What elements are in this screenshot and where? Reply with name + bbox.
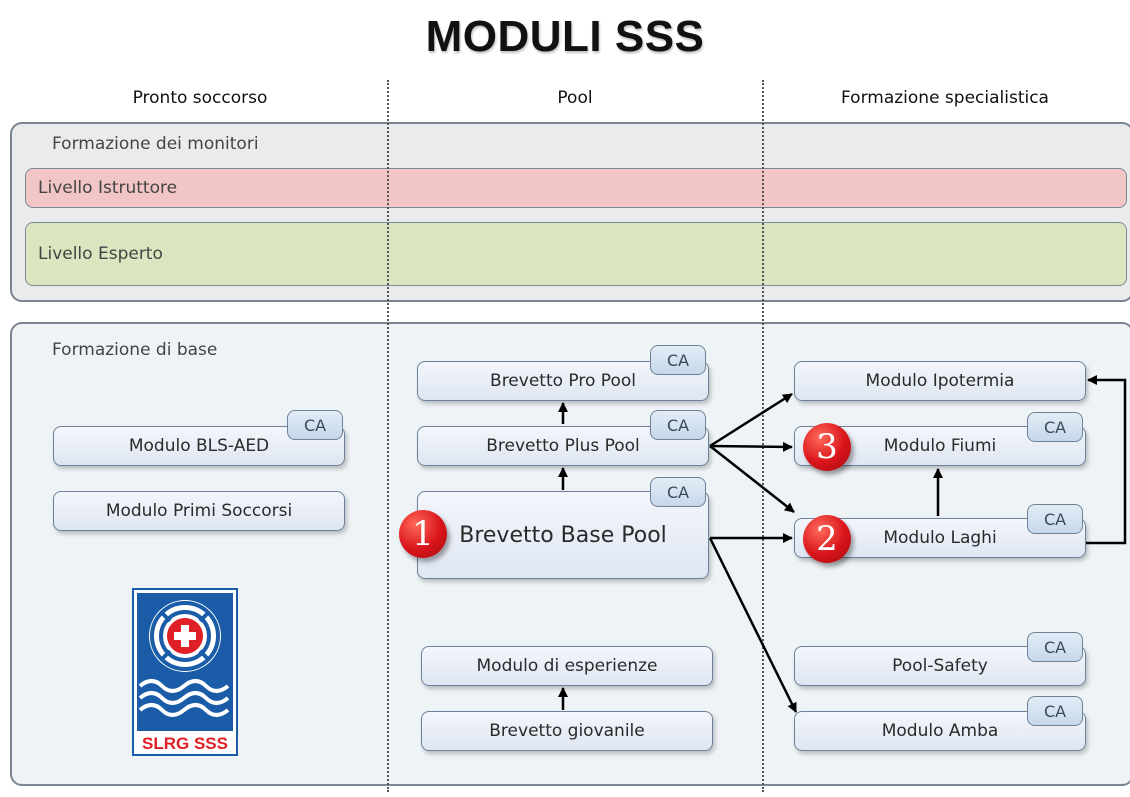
column-header-pool: Pool <box>557 88 593 108</box>
ca-badge: CA <box>650 345 706 375</box>
module-primi-soccorsi: Modulo Primi Soccorsi <box>53 491 345 531</box>
module-ipotermia: Modulo Ipotermia <box>794 361 1086 401</box>
level-istruttore: Livello Istruttore <box>25 168 1127 208</box>
column-divider <box>762 80 764 792</box>
number-badge-2: 2 <box>803 515 851 563</box>
ca-badge: CA <box>1027 504 1083 534</box>
base-section-label: Formazione di base <box>52 340 218 360</box>
ca-badge: CA <box>650 410 706 440</box>
ca-badge: CA <box>1027 696 1083 726</box>
number-badge-1: 1 <box>399 510 447 558</box>
logo-text: SLRG SSS <box>142 734 228 753</box>
arrow-base-to-amba <box>708 537 798 713</box>
column-divider <box>387 80 389 792</box>
arrow-plus-to-laghi <box>709 445 795 513</box>
number-badge-3: 3 <box>803 423 851 471</box>
slrg-logo: SLRG SSS <box>132 588 238 756</box>
arrow-plus-to-ipotermia <box>709 392 793 448</box>
arrow-laghi-to-ipotermia <box>1086 375 1127 545</box>
ca-badge: CA <box>1027 632 1083 662</box>
module-bls-aed: Modulo BLS-AED <box>53 426 345 466</box>
module-di-esperienze: Modulo di esperienze <box>421 646 713 686</box>
ca-badge: CA <box>287 410 343 440</box>
arrow-plus-to-fiumi <box>709 441 793 452</box>
module-brevetto-pro-pool: Brevetto Pro Pool <box>417 361 709 401</box>
level-esperto: Livello Esperto <box>25 222 1127 286</box>
ca-badge: CA <box>1027 412 1083 442</box>
ca-badge: CA <box>650 477 706 507</box>
page-title: MODULI SSS <box>425 12 705 61</box>
module-brevetto-base-pool: Brevetto Base Pool <box>417 491 709 579</box>
module-pool-safety: Pool-Safety <box>794 646 1086 686</box>
column-header-pronto-soccorso: Pronto soccorso <box>132 88 268 108</box>
column-header-formazione-specialistica: Formazione specialistica <box>841 88 1049 108</box>
monitor-section-label: Formazione dei monitori <box>52 134 259 154</box>
module-brevetto-giovanile: Brevetto giovanile <box>421 711 713 751</box>
